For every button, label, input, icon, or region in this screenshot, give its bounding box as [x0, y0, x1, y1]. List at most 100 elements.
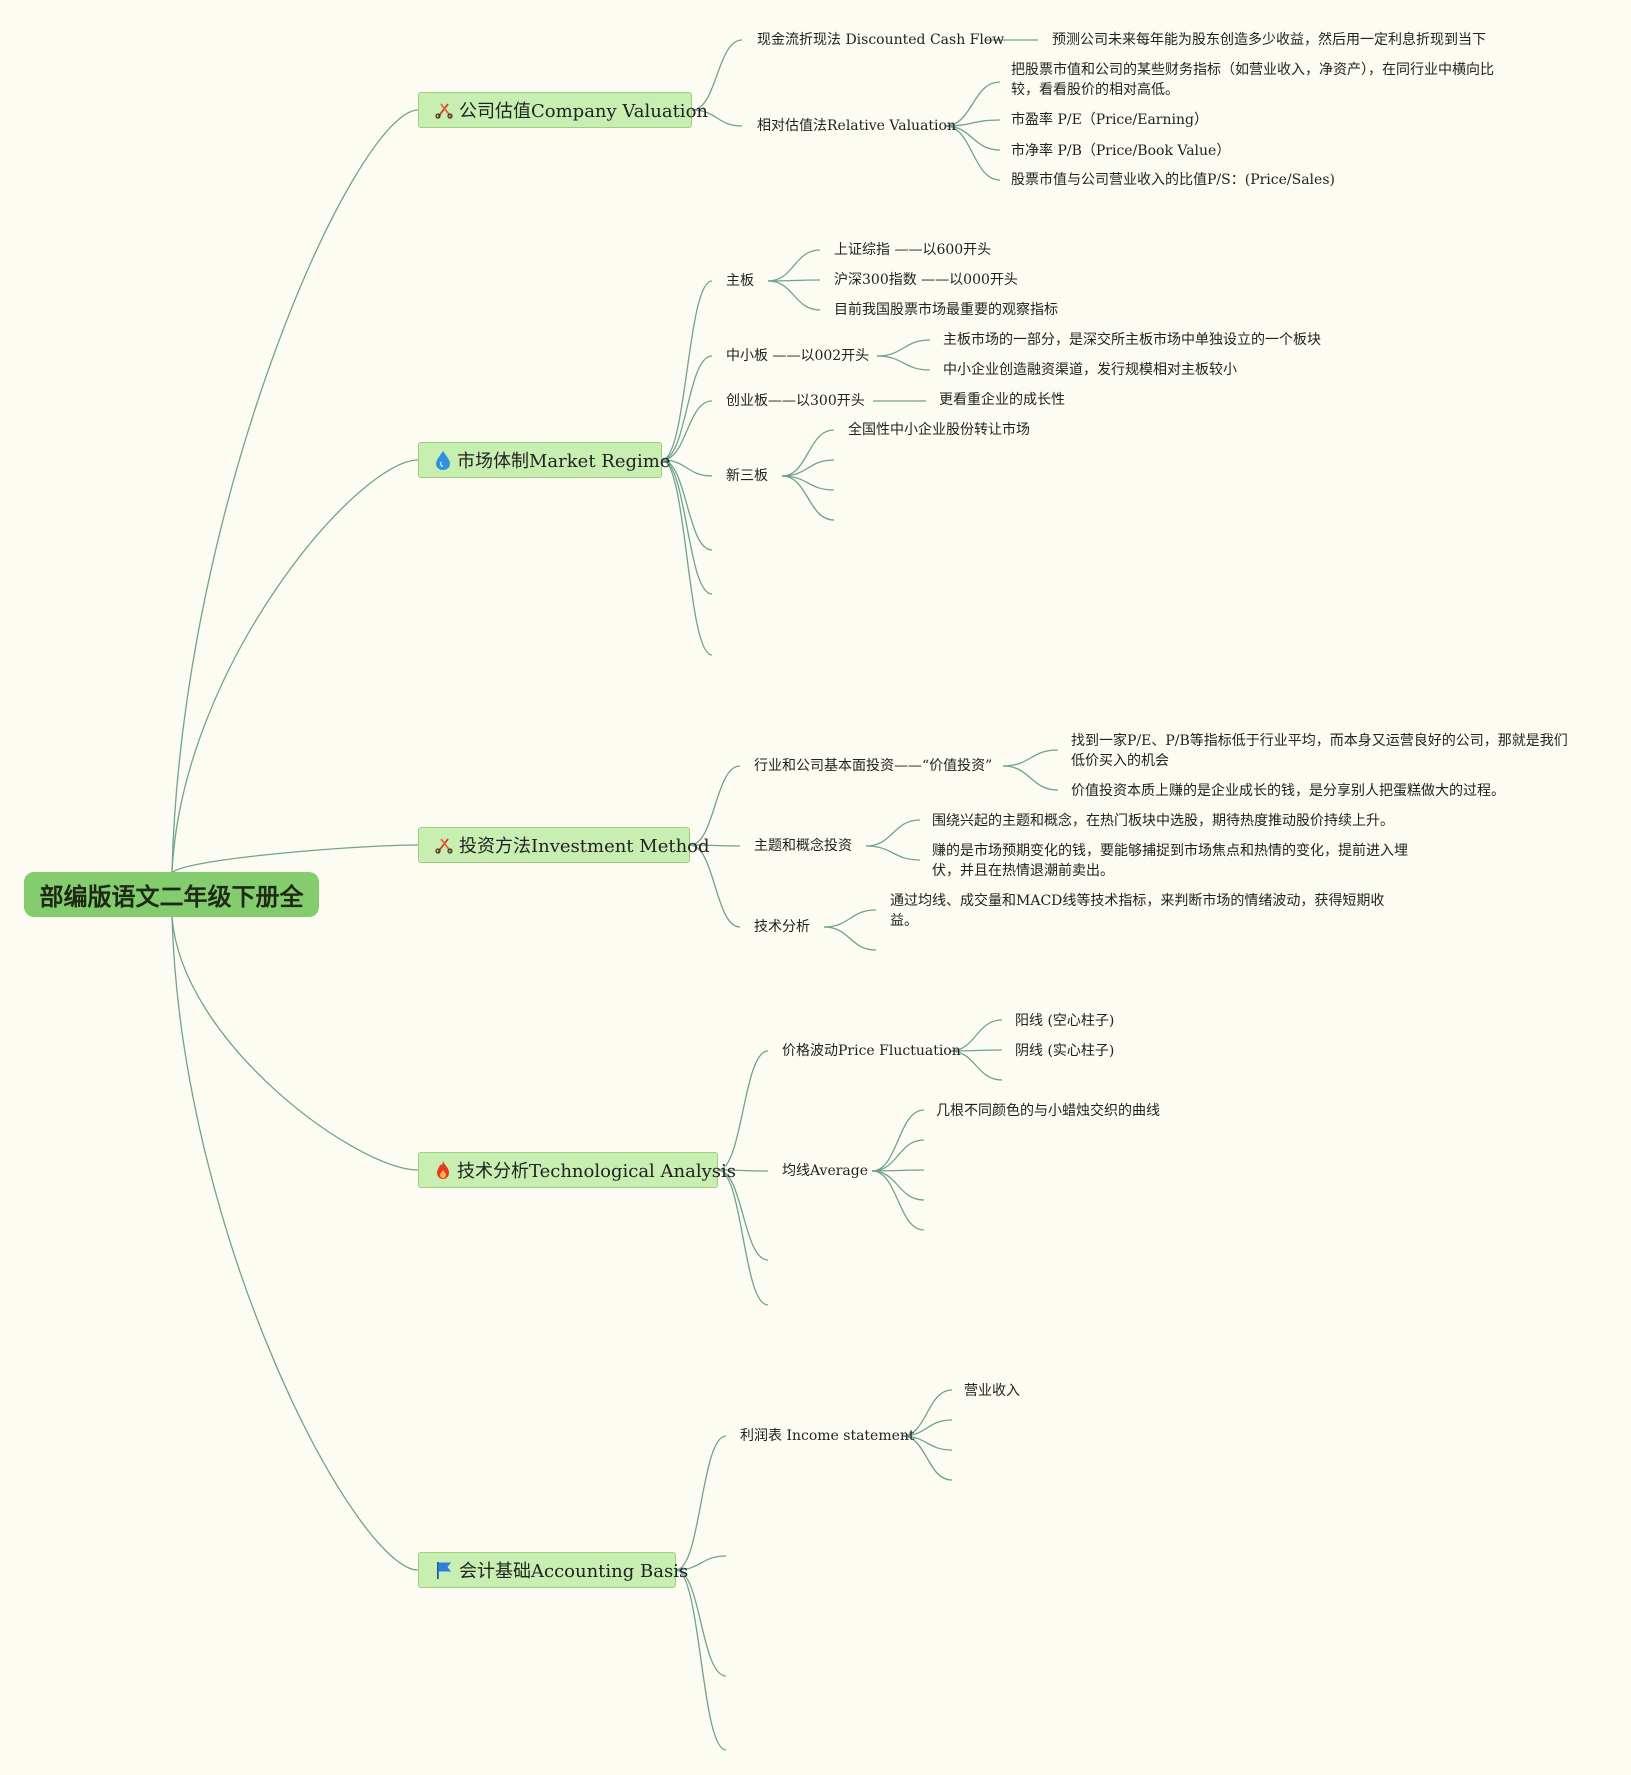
leaf-growth-focus[interactable]: 更看重企业的成长性: [939, 392, 1065, 408]
branch-connector-line: [689, 765, 741, 846]
leaf-connector-line: [865, 819, 921, 847]
branch-label: 市场体制Market Regime: [457, 451, 671, 472]
leaf-connector-line: [944, 81, 1001, 127]
subtopic-relative-valuation[interactable]: 相对估值法Relative Valuation: [757, 118, 956, 134]
leaf-average-curves[interactable]: 几根不同颜色的与小蜡烛交织的曲线: [936, 1103, 1160, 1119]
leaf-main-indicator[interactable]: 目前我国股票市场最重要的观察指标: [834, 302, 1058, 318]
scissors-icon: [435, 100, 453, 120]
leaf-connector-line: [944, 125, 1001, 181]
leaf-neeq-definition[interactable]: 全国性中小企业股份转让市场: [848, 422, 1030, 438]
branch-technological-analysis[interactable]: 技术分析Technological Analysis: [418, 1152, 736, 1188]
fire-icon: [435, 1160, 451, 1180]
branch-connector-line: [675, 1569, 727, 1677]
branch-connector-line: [717, 1050, 769, 1171]
branch-connector-line: [675, 1435, 727, 1571]
branch-connector-line: [675, 1555, 727, 1571]
scissors-icon: [435, 835, 453, 855]
branch-connector-line: [661, 400, 713, 461]
branch-label: 公司估值Company Valuation: [459, 101, 708, 122]
leaf-connector-line: [767, 249, 821, 282]
leaf-connector-line: [949, 1019, 1003, 1052]
root-connector-line: [171, 844, 419, 874]
branch-connector-line: [717, 1169, 769, 1261]
subtopic-moving-average[interactable]: 均线Average: [782, 1163, 869, 1179]
root-connector-line: [171, 916, 419, 1571]
leaf-sme-part-of-main[interactable]: 主板市场的一部分，是深交所主板市场中单独设立的一个板块: [943, 332, 1321, 348]
branch-connector-line: [691, 109, 743, 127]
leaf-value-opportunity[interactable]: 找到一家P/E、P/B等指标低于行业平均，而本身又运营良好的公司，那就是我们低价…: [1071, 733, 1568, 769]
leaf-connector-line: [781, 429, 835, 477]
leaf-connector-line: [949, 1050, 1003, 1081]
leaf-connector-line: [865, 845, 921, 861]
leaf-yin-line[interactable]: 阴线 (实心柱子): [1015, 1043, 1115, 1059]
leaf-connector-line: [767, 280, 821, 311]
leaf-value-essence[interactable]: 价值投资本质上赚的是企业成长的钱，是分享别人把蛋糕做大的过程。: [1071, 783, 1505, 799]
leaf-pb-ratio[interactable]: 市净率 P/B（Price/Book Value）: [1011, 143, 1231, 159]
branch-connector-line: [689, 844, 741, 928]
branch-market-regime[interactable]: 市场体制Market Regime: [418, 442, 671, 478]
leaf-yang-line[interactable]: 阳线 (空心柱子): [1015, 1013, 1115, 1029]
branch-connector-line: [661, 459, 713, 595]
subtopic-income-statement[interactable]: 利润表 Income statement: [740, 1428, 915, 1444]
leaf-connector-line: [871, 1170, 925, 1231]
leaf-connector-line: [823, 909, 877, 928]
leaf-connector-line: [871, 1170, 925, 1201]
leaf-connector-line: [901, 1435, 953, 1481]
water-drop-icon: [435, 450, 451, 470]
root-connector-line: [171, 459, 419, 873]
subtopic-neeq[interactable]: 新三板: [726, 468, 768, 484]
leaf-relative-valuation-definition[interactable]: 把股票市值和公司的某些财务指标（如营业收入，净资产），在同行业中横向比较，看看股…: [1011, 62, 1494, 98]
subtopic-value-investing[interactable]: 行业和公司基本面投资——“价值投资”: [754, 758, 993, 774]
subtopic-sme-board[interactable]: 中小板 ——以002开头: [726, 348, 870, 364]
leaf-connector-line: [901, 1419, 953, 1437]
branch-label: 会计基础Accounting Basis: [459, 1561, 689, 1582]
flag-icon: [435, 1560, 453, 1580]
branch-connector-line: [661, 459, 713, 551]
subtopic-dcf[interactable]: 现金流折现法 Discounted Cash Flow: [757, 32, 1005, 48]
leaf-connector-line: [1002, 765, 1059, 791]
leaf-connector-line: [823, 926, 877, 951]
branch-connector-line: [661, 280, 713, 461]
leaf-shanghai-composite[interactable]: 上证综指 ——以600开头: [834, 242, 992, 258]
leaf-connector-line: [781, 459, 835, 477]
branch-accounting-basis[interactable]: 会计基础Accounting Basis: [418, 1552, 688, 1588]
leaf-revenue[interactable]: 营业收入: [964, 1383, 1020, 1399]
leaf-connector-line: [781, 475, 835, 521]
branch-connector-line: [661, 355, 713, 461]
leaf-connector-line: [1002, 749, 1059, 767]
branch-connector-line: [675, 1569, 727, 1751]
branch-investment-method[interactable]: 投资方法Investment Method: [418, 827, 710, 863]
leaf-connector-line: [901, 1389, 953, 1437]
leaf-connector-line: [876, 339, 931, 357]
branch-connector-line: [661, 459, 713, 477]
leaf-theme-selection[interactable]: 围绕兴起的主题和概念，在热门板块中选股，期待热度推动股价持续上升。: [932, 813, 1394, 829]
branch-connector-line: [717, 1169, 769, 1172]
root-connector-line: [171, 916, 419, 1171]
root-topic[interactable]: 部编版语文二年级下册全: [24, 872, 319, 917]
leaf-connector-line: [871, 1109, 925, 1172]
branch-label: 技术分析Technological Analysis: [457, 1161, 737, 1182]
subtopic-theme-investing[interactable]: 主题和概念投资: [754, 838, 852, 854]
branch-connector-line: [661, 459, 713, 656]
leaf-sme-financing[interactable]: 中小企业创造融资渠道，发行规模相对主板较小: [943, 362, 1237, 378]
leaf-connector-line: [876, 355, 931, 371]
leaf-ps-ratio[interactable]: 股票市值与公司营业收入的比值P/S：(Price/Sales): [1011, 172, 1335, 188]
branch-label: 投资方法Investment Method: [459, 836, 710, 857]
root-connector-line: [171, 109, 419, 873]
leaf-technical-indicators[interactable]: 通过均线、成交量和MACD线等技术指标，来判断市场的情绪波动，获得短期收益。: [890, 893, 1385, 929]
subtopic-chinext[interactable]: 创业板——以300开头: [726, 393, 865, 409]
branch-connector-line: [717, 1169, 769, 1306]
subtopic-price-fluctuation[interactable]: 价格波动Price Fluctuation: [782, 1043, 961, 1059]
subtopic-technical-analysis[interactable]: 技术分析: [754, 919, 810, 935]
leaf-dcf-description[interactable]: 预测公司未来每年能为股东创造多少收益，然后用一定利息折现到当下: [1052, 32, 1486, 48]
subtopic-main-board[interactable]: 主板: [726, 273, 754, 289]
branch-connector-line: [691, 39, 743, 111]
leaf-theme-expectation[interactable]: 赚的是市场预期变化的钱，要能够捕捉到市场焦点和热情的变化，提前进入埋伏，并且在热…: [932, 843, 1408, 879]
branch-company-valuation[interactable]: 公司估值Company Valuation: [418, 92, 708, 128]
branch-connector-line: [689, 844, 741, 847]
leaf-pe-ratio[interactable]: 市盈率 P/E（Price/Earning）: [1011, 112, 1208, 128]
leaf-csi300[interactable]: 沪深300指数 ——以000开头: [834, 272, 1018, 288]
leaf-connector-line: [871, 1139, 925, 1172]
